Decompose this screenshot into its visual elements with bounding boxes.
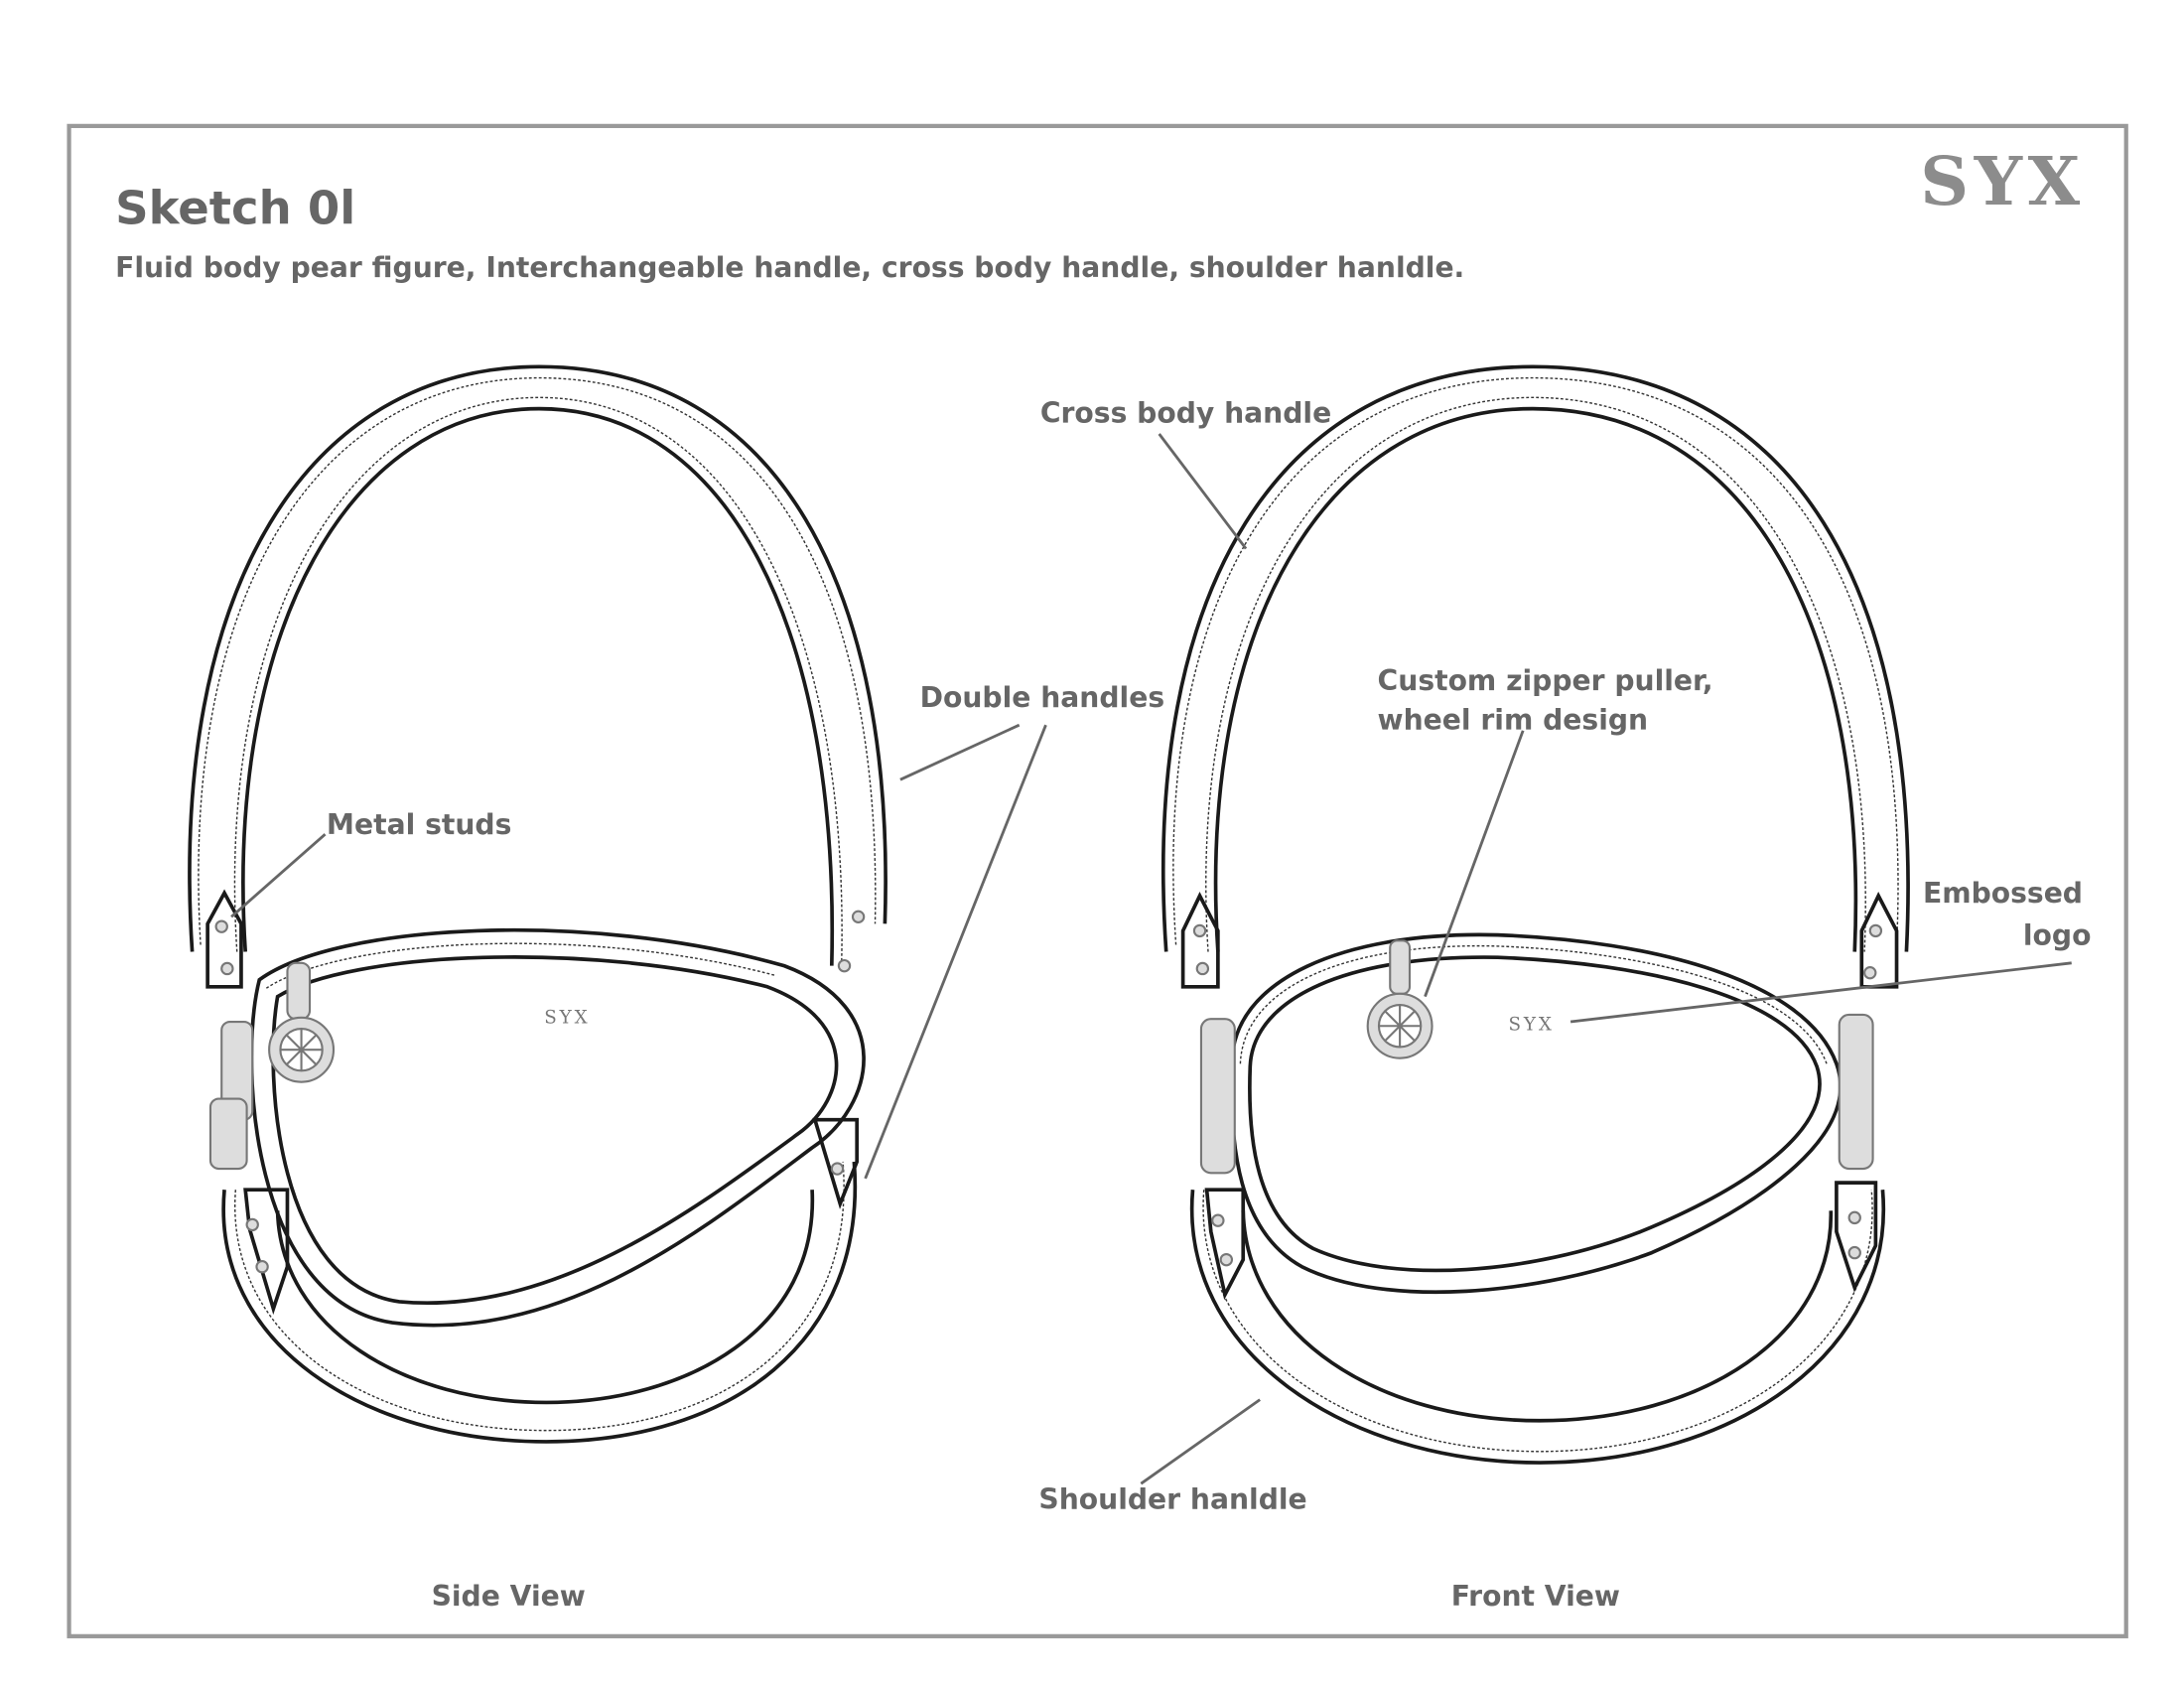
leader-embossed-logo (1570, 961, 2072, 1024)
metal-stud (851, 910, 866, 923)
callout-leaders (230, 433, 2072, 1485)
brand-logo: SYX (1920, 141, 2086, 220)
strap-tab (243, 1188, 290, 1316)
page-title: Sketch 0l (115, 182, 355, 235)
leader-zipper-puller (1424, 730, 1525, 998)
strap-tab (1180, 892, 1220, 989)
bag-body-outer (1229, 932, 1843, 1295)
cross-body-handle-inner (241, 406, 835, 966)
shoulder-handle-inner (275, 1190, 814, 1405)
front-view-caption: Front View (1451, 1580, 1620, 1613)
label-metal-studs: Metal studs (327, 808, 511, 841)
label-shoulder-handle: Shoulder hanldle (1038, 1483, 1306, 1516)
swivel-clasp (1838, 1013, 1874, 1171)
shoulder-handle-inner (1241, 1210, 1834, 1423)
embossed-logo-front: SYX (1509, 1014, 1555, 1035)
leader-double-handles (899, 723, 1021, 781)
zipper-stitching (1239, 944, 1828, 1064)
swivel-clasp (1199, 1018, 1236, 1175)
zipper-stitching (265, 942, 776, 989)
bag-body-outer (249, 927, 866, 1328)
cross-body-handle-inner (1213, 406, 1858, 952)
page-subtitle: Fluid body pear figure, Interchangeable … (115, 251, 1464, 284)
label-double-handles: Double handles (920, 681, 1164, 714)
handle-stitching (1172, 376, 1899, 945)
zipper-slider (286, 961, 312, 1021)
metal-stud (220, 961, 234, 976)
label-zipper-line2: wheel rim design (1378, 703, 1649, 736)
embossed-logo-side: SYX (544, 1007, 590, 1028)
strap-tab (812, 1117, 860, 1209)
metal-stud (1863, 965, 1877, 980)
leader-cross-body-handle (1158, 433, 1248, 550)
side-view-caption: Side View (432, 1580, 586, 1613)
handle-stitching (234, 1161, 845, 1432)
zipper-wheel-icon (268, 1016, 336, 1083)
cross-body-handle-outer (188, 364, 887, 952)
metal-stud (1847, 1210, 1861, 1225)
shoulder-handle-outer (221, 1161, 858, 1444)
strap-tab (205, 889, 243, 989)
metal-stud (1192, 923, 1207, 938)
metal-stud (1868, 923, 1883, 938)
shoulder-handle-outer (1189, 1190, 1886, 1465)
front-view-drawing: SYX (1161, 364, 1910, 1465)
zipper-slider (1389, 939, 1412, 995)
leader-metal-studs (230, 833, 327, 918)
label-embossed-line2: logo (2023, 918, 2092, 951)
leader-shoulder-handle (1140, 1398, 1261, 1485)
strap-tab (1835, 1181, 1878, 1293)
strap-tab (1204, 1188, 1246, 1301)
label-zipper-line1: Custom zipper puller, (1378, 664, 1713, 697)
handle-stitching (233, 396, 843, 966)
label-cross-body-handle: Cross body handle (1040, 397, 1331, 430)
swivel-clasp (208, 1097, 248, 1171)
metal-stud (245, 1217, 259, 1232)
label-embossed-line1: Embossed (1923, 877, 2083, 910)
metal-stud (837, 958, 852, 973)
zipper-wheel-icon (1366, 992, 1433, 1059)
metal-stud (830, 1162, 845, 1176)
side-view-drawing: SYX (188, 364, 887, 1444)
frame-border (67, 123, 2128, 1638)
metal-stud (1219, 1252, 1234, 1267)
metal-stud (1211, 1213, 1225, 1227)
bag-body-inner (1248, 955, 1822, 1273)
cross-body-handle-outer (1161, 364, 1910, 952)
metal-stud (214, 919, 228, 933)
handle-stitching (198, 376, 877, 945)
bag-body-inner (271, 955, 839, 1305)
handle-stitching (1202, 1190, 1873, 1453)
metal-stud (255, 1260, 269, 1274)
leader-double-handles (864, 724, 1047, 1180)
metal-stud (1847, 1245, 1861, 1260)
metal-stud (1195, 961, 1210, 976)
handle-stitching (1205, 396, 1866, 952)
strap-tab (1859, 892, 1899, 989)
